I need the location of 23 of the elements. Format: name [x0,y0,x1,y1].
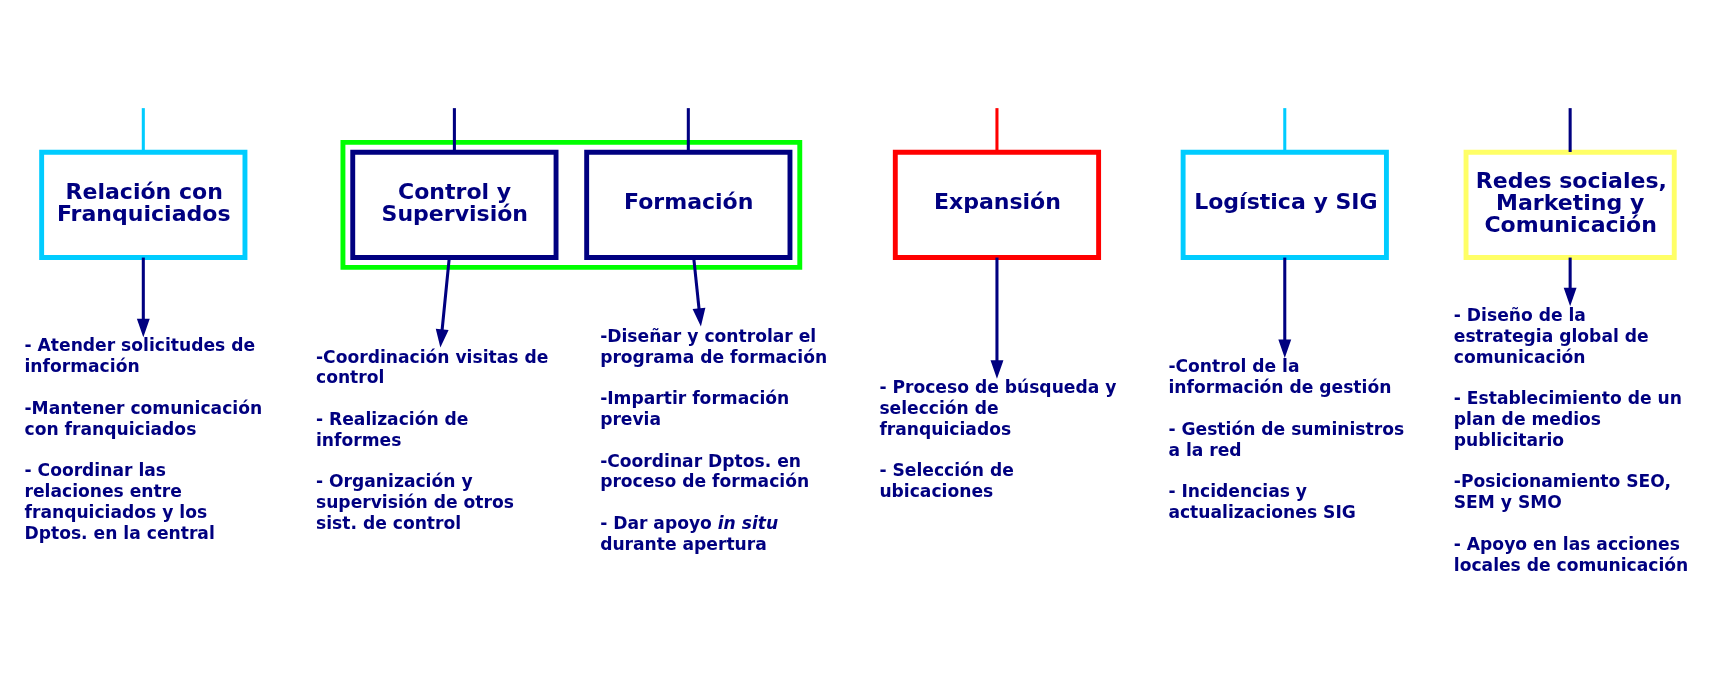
connector [452,107,456,152]
node-box: Redes sociales, Marketing y Comunicación [1463,149,1677,260]
node-text: - Atender solicitudes de información -Mantener comunicación con franquiciados - Coordinar las relaciones entre franquiciados y los Dptos. en la central [24,334,263,543]
node-text: -Coordinación visitas de control - Realización de informes - Organización y supervisión de otros sist. de control [316,346,549,533]
connector [1283,107,1287,152]
node-box: Logística y SIG [1180,149,1389,260]
connector [141,107,145,152]
node-text: -Control de la información de gestión - Gestión de suministros a la red - Incidencias y actualizaciones SIG [1168,355,1405,522]
connector [1568,107,1572,152]
connector [995,107,999,152]
node-box: Formación [584,149,793,260]
connector [686,107,690,152]
arrow [1563,257,1577,306]
arrow [136,257,150,337]
node-box: Relación con Franquiciados [39,149,248,260]
arrow [990,257,1004,379]
node-box: Expansión [892,149,1102,260]
node-box: Control y Supervisión [350,149,559,260]
node-text: - Diseño de la estrategia global de comunicación - Establecimiento de un plan de medios publicitario -Posicionamiento SEO, SEM y SMO - Apoyo en las acciones locales de comunicación [1453,304,1689,575]
node-text: - Proceso de búsqueda y selección de franquiciados - Selección de ubicaciones [879,376,1117,501]
node-text: -Diseñar y controlar el programa de formación -Impartir formación previa -Coordinar Dptos. en proceso de formación - Dar apoyo in situ durante apertura [600,325,828,554]
arrow [1278,257,1292,358]
cluster [340,139,803,270]
